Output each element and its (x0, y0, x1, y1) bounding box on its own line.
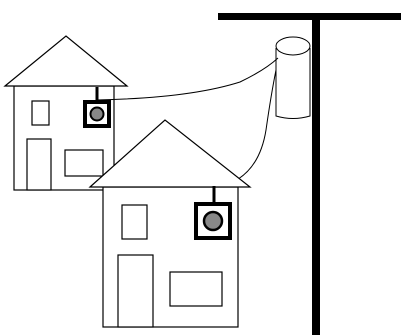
house-left-door (27, 139, 51, 190)
house-right-window-lower (170, 272, 222, 306)
house-right-window-upper (122, 205, 147, 239)
house-left-window-upper (32, 101, 49, 125)
house-right-door (118, 255, 153, 327)
wire-to-left-house (97, 58, 278, 100)
transformer (276, 37, 310, 119)
house-left-window-lower (65, 150, 103, 176)
pole-shaft (312, 13, 320, 335)
house-left-roof (5, 36, 127, 86)
pole-crossarm (218, 13, 401, 20)
